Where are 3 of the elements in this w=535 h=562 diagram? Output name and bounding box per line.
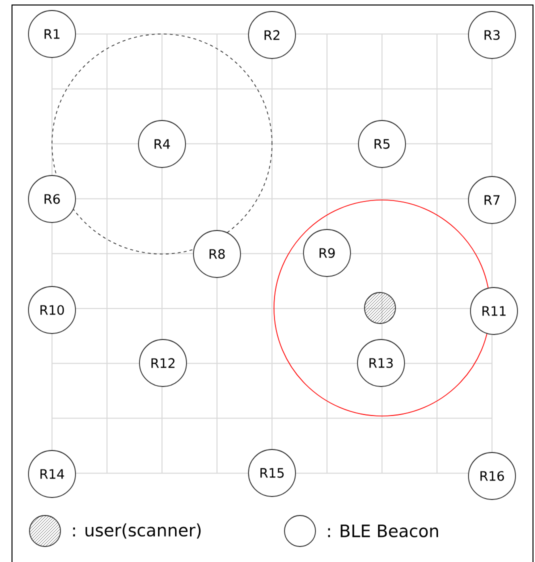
user-marker xyxy=(364,292,396,324)
legend-label: : user(scanner) xyxy=(73,523,201,539)
legend-label: : BLE Beacon xyxy=(328,524,438,538)
